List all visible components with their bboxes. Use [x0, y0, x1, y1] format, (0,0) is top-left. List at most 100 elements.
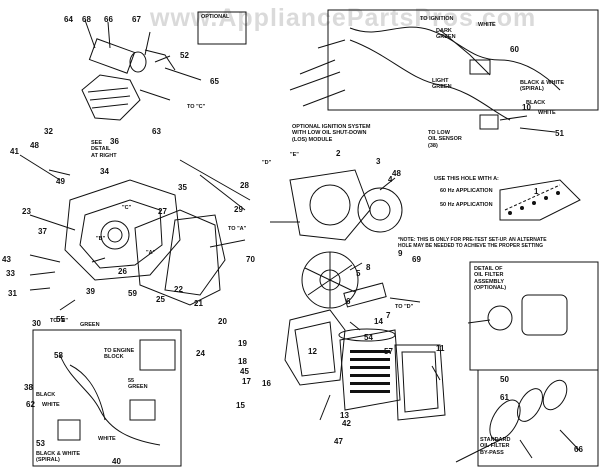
part-number-label: 70 [246, 255, 255, 264]
caption-black-white-spiral-top: BLACK & WHITE (SPIRAL) [520, 80, 564, 93]
part-number-label: 47 [334, 437, 343, 446]
part-number-label: 49 [56, 177, 65, 186]
caption-black-inset: BLACK [36, 392, 56, 398]
caption-to-d: TO "D" [395, 304, 414, 310]
part-number-label: 52 [180, 51, 189, 60]
part-number-label: 5 [356, 269, 361, 278]
part-number-label: 48 [392, 169, 401, 178]
part-number-label: 41 [10, 147, 19, 156]
part-number-label: 38 [24, 383, 33, 392]
part-number-label: 8 [366, 263, 371, 272]
part-number-label: 43 [2, 255, 11, 264]
part-number-label: 64 [64, 15, 73, 24]
caption-white-top: WHITE [478, 22, 496, 28]
caption-white-mid: WHITE [538, 110, 556, 116]
wiring-inset-box [327, 9, 599, 111]
caption-white-inset: WHITE [42, 402, 60, 408]
part-number-label: 59 [128, 289, 137, 298]
caption-to-low-oil: TO LOW OIL SENSOR (38) [428, 130, 462, 149]
part-number-label: 55 [56, 315, 65, 324]
part-number-label: 61 [500, 393, 509, 402]
part-number-label: 66 [574, 445, 583, 454]
caption-ignition-system: OPTIONAL IGNITION SYSTEM WITH LOW OIL SH… [292, 124, 371, 143]
part-number-label: 69 [412, 255, 421, 264]
part-number-label: 58 [54, 351, 63, 360]
part-number-label: 39 [86, 287, 95, 296]
part-number-label: 29 [234, 205, 243, 214]
part-number-label: 13 [340, 411, 349, 420]
engine-block-outline [64, 179, 181, 281]
part-number-label: 32 [44, 127, 53, 136]
part-number-label: 20 [218, 317, 227, 326]
caption-green-inset: 55 GREEN [128, 378, 148, 391]
part-number-label: 10 [522, 103, 531, 112]
part-number-label: 60 [510, 45, 519, 54]
caption-standard-bypass: STANDARD OIL FILTER BY-PASS [480, 437, 511, 456]
caption-to-c: TO "C" [187, 104, 206, 110]
part-number-label: 33 [6, 269, 15, 278]
part-number-label: 25 [156, 295, 165, 304]
part-number-label: 35 [178, 183, 187, 192]
caption-green-left: GREEN [80, 322, 100, 328]
part-number-label: 67 [132, 15, 141, 24]
caption-dark-green: DARK GREEN [436, 28, 456, 41]
part-number-label: 51 [555, 129, 564, 138]
part-number-label: 3 [376, 157, 381, 166]
part-number-label: 4 [388, 175, 393, 184]
part-number-label: 7 [386, 311, 391, 320]
part-number-label: 50 [500, 375, 509, 384]
part-number-label: 16 [262, 379, 271, 388]
part-number-label: 37 [38, 227, 47, 236]
part-number-label: 30 [32, 319, 41, 328]
watermark: www.AppliancePartsPros.com [150, 4, 537, 32]
bypass-inset-box [477, 369, 599, 467]
part-number-label: 27 [158, 207, 167, 216]
part-number-label: 45 [240, 367, 249, 376]
bottom-wiring-inset-box [32, 329, 182, 467]
part-number-label: 2 [336, 149, 341, 158]
part-number-label: 42 [342, 419, 351, 428]
part-number-label: 48 [30, 141, 39, 150]
part-number-label: 1 [534, 187, 539, 196]
part-number-label: 17 [242, 377, 251, 386]
part-number-label: 34 [100, 167, 109, 176]
caption-50hz: 50 Hz APPLICATION [440, 202, 493, 208]
part-number-label: 23 [22, 207, 31, 216]
part-number-label: 65 [210, 77, 219, 86]
caption-60hz: 60 Hz APPLICATION [440, 188, 493, 194]
part-number-label: 40 [112, 457, 121, 466]
caption-detail-filter: DETAIL OF OIL FILTER ASSEMBLY (OPTIONAL) [474, 266, 507, 291]
part-number-label: 12 [308, 347, 317, 356]
marker-a: "A" [146, 250, 156, 256]
caption-use-this-hole: USE THIS HOLE WITH A: [434, 176, 499, 182]
part-number-label: 11 [436, 344, 445, 353]
caption-to-ignition: TO IGNITION [420, 16, 454, 22]
part-number-label: 21 [194, 299, 203, 308]
caption-note: *NOTE: THIS IS ONLY FOR PRE-TEST SET-UP.… [398, 237, 547, 249]
caption-optional: OPTIONAL [201, 14, 230, 20]
part-number-label: 26 [118, 267, 127, 276]
caption-to-a: TO "A" [228, 226, 247, 232]
part-number-label: 31 [8, 289, 17, 298]
part-number-label: 14 [374, 317, 383, 326]
caption-white-inset2: WHITE [98, 436, 116, 442]
part-number-label: 18 [238, 357, 247, 366]
marker-c: "C" [122, 205, 132, 211]
part-number-label: 19 [238, 339, 247, 348]
caption-see-detail: SEE DETAIL AT RIGHT [91, 140, 117, 159]
part-number-label: 62 [26, 400, 35, 409]
part-number-label: 68 [82, 15, 91, 24]
part-number-label: 28 [240, 181, 249, 190]
part-number-label: 63 [152, 127, 161, 136]
caption-light-green: LIGHT GREEN [432, 78, 452, 91]
part-number-label: 22 [174, 285, 183, 294]
optional-inset-box [197, 11, 247, 45]
caption-to-engine-block: TO ENGINE BLOCK [104, 348, 135, 361]
part-number-label: 66 [104, 15, 113, 24]
part-number-label: 15 [236, 401, 245, 410]
part-number-label: 24 [196, 349, 205, 358]
part-number-label: 9 [398, 249, 403, 258]
caption-black-white-spiral-inset: BLACK & WHITE (SPIRAL) [36, 451, 80, 464]
